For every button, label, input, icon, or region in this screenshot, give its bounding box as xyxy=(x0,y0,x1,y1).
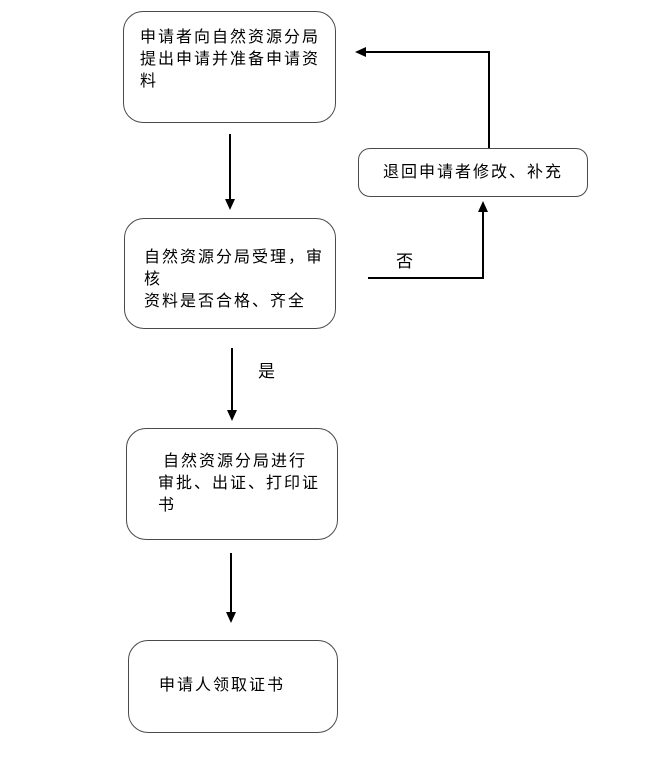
node-apply: 申请者向自然资源分局 提出申请并准备申请资 料 xyxy=(123,11,336,123)
node-approve-text: 自然资源分局进行 审批、出证、打印证 书 xyxy=(158,453,321,514)
connector-no-horizontal xyxy=(368,277,484,279)
connector-yes xyxy=(231,348,233,411)
edge-label-yes: 是 xyxy=(258,362,276,381)
node-approve: 自然资源分局进行 审批、出证、打印证 书 xyxy=(126,428,338,540)
node-return: 退回申请者修改、补充 xyxy=(358,148,588,197)
node-receive-text: 申请人领取证书 xyxy=(159,677,286,694)
node-receive: 申请人领取证书 xyxy=(128,640,338,733)
arrowhead-left xyxy=(355,47,366,57)
node-review: 自然资源分局受理，审核 资料是否合格、齐全 xyxy=(124,218,336,329)
arrowhead-down xyxy=(226,612,236,623)
connector-approve-receive xyxy=(230,553,232,613)
arrowhead-up xyxy=(478,201,488,212)
connector-apply-review xyxy=(229,134,231,200)
arrowhead-down xyxy=(227,410,237,421)
connector-feedback-horizontal xyxy=(366,51,490,53)
node-return-text: 退回申请者修改、补充 xyxy=(382,164,563,181)
connector-no-vertical xyxy=(482,211,484,279)
node-review-text: 自然资源分局受理，审核 资料是否合格、齐全 xyxy=(144,249,325,310)
node-apply-text: 申请者向自然资源分局 提出申请并准备申请资 料 xyxy=(140,29,321,90)
arrowhead-down xyxy=(225,199,235,210)
edge-label-no: 否 xyxy=(396,252,414,271)
connector-feedback-vertical xyxy=(488,51,490,148)
